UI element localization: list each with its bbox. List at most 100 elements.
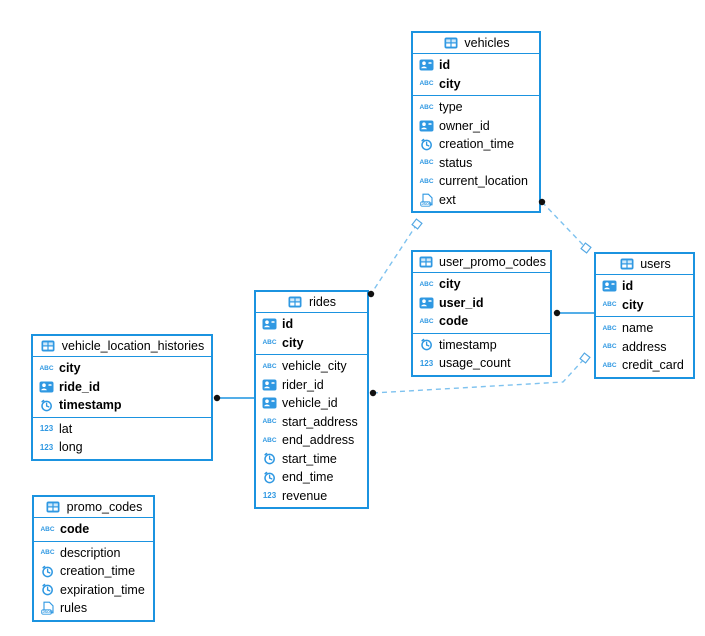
column-name: id	[439, 58, 451, 73]
number-123-icon: 123	[262, 491, 277, 501]
column-name: address	[622, 339, 667, 354]
columns-section: 123 lat 123 long	[33, 418, 211, 459]
table-icon	[40, 340, 57, 352]
abc-text-icon: ABC	[419, 280, 434, 288]
column-name: timestamp	[439, 337, 497, 352]
column-name: city	[59, 361, 81, 376]
number-123-icon: 123	[419, 358, 434, 368]
column-name: type	[439, 100, 463, 115]
column-name: vehicle_id	[282, 396, 338, 411]
column-name: description	[60, 545, 121, 560]
column-name: vehicle_city	[282, 359, 347, 374]
column-name: city	[622, 297, 644, 312]
relation-endpoint-dot	[213, 394, 221, 402]
clock-icon	[39, 583, 56, 596]
table-header[interactable]: rides	[256, 292, 367, 313]
column-name: creation_time	[60, 564, 136, 579]
column-row-ride_id[interactable]: ride_id	[33, 378, 211, 397]
column-name: timestamp	[59, 398, 122, 413]
number-123-icon: 123	[39, 424, 54, 434]
relation-line-vehicles-users[interactable]	[541, 201, 587, 249]
column-row-creation_time[interactable]: creation_time	[413, 135, 539, 154]
column-row-owner_id[interactable]: owner_id	[413, 117, 539, 136]
column-name: expiration_time	[60, 582, 145, 597]
table-icon	[618, 258, 635, 270]
column-name: id	[622, 279, 634, 294]
person-badge-icon	[261, 397, 278, 409]
column-row-id[interactable]: id	[256, 315, 367, 334]
number-123-icon: 123	[39, 442, 54, 452]
table-header[interactable]: users	[596, 254, 693, 275]
relation-endpoint-diamond	[579, 352, 591, 364]
column-row-expiration_time[interactable]: expiration_time	[34, 581, 153, 600]
column-row-end_time[interactable]: end_time	[256, 468, 367, 487]
clock-icon	[261, 471, 278, 484]
table-header[interactable]: user_promo_codes	[413, 252, 550, 273]
column-name: credit_card	[622, 358, 684, 373]
svg-text:JSON: JSON	[422, 202, 432, 206]
column-row-start_time[interactable]: start_time	[256, 450, 367, 469]
column-name: rider_id	[282, 377, 324, 392]
column-row-ext[interactable]: JSON ext	[413, 191, 539, 210]
column-row-timestamp[interactable]: timestamp	[413, 336, 550, 355]
column-name: lat	[59, 421, 73, 436]
table-header[interactable]: vehicles	[413, 33, 539, 54]
table-header[interactable]: promo_codes	[34, 497, 153, 518]
abc-text-icon: ABC	[419, 159, 434, 167]
table-header[interactable]: vehicle_location_histories	[33, 336, 211, 357]
abc-text-icon: ABC	[419, 80, 434, 88]
column-row-credit_card[interactable]: ABC credit_card	[596, 356, 693, 375]
column-name: user_id	[439, 295, 484, 310]
column-row-lat[interactable]: 123 lat	[33, 420, 211, 439]
relation-endpoint-diamond	[411, 218, 423, 230]
column-name: city	[439, 277, 461, 292]
column-row-vehicle_id[interactable]: vehicle_id	[256, 394, 367, 413]
column-row-id[interactable]: id	[596, 277, 693, 296]
column-row-city[interactable]: ABC city	[413, 275, 550, 294]
column-name: ext	[439, 192, 456, 207]
clock-icon	[38, 399, 55, 412]
table-icon	[417, 256, 434, 268]
column-row-timestamp[interactable]: timestamp	[33, 396, 211, 415]
column-name: id	[282, 317, 294, 332]
person-badge-icon	[418, 59, 435, 71]
column-name: long	[59, 440, 83, 455]
column-row-rider_id[interactable]: rider_id	[256, 376, 367, 395]
column-row-long[interactable]: 123 long	[33, 438, 211, 457]
column-row-id[interactable]: id	[413, 56, 539, 75]
column-row-user_id[interactable]: user_id	[413, 294, 550, 313]
column-name: start_time	[282, 451, 337, 466]
column-row-creation_time[interactable]: creation_time	[34, 562, 153, 581]
abc-text-icon: ABC	[602, 361, 617, 369]
